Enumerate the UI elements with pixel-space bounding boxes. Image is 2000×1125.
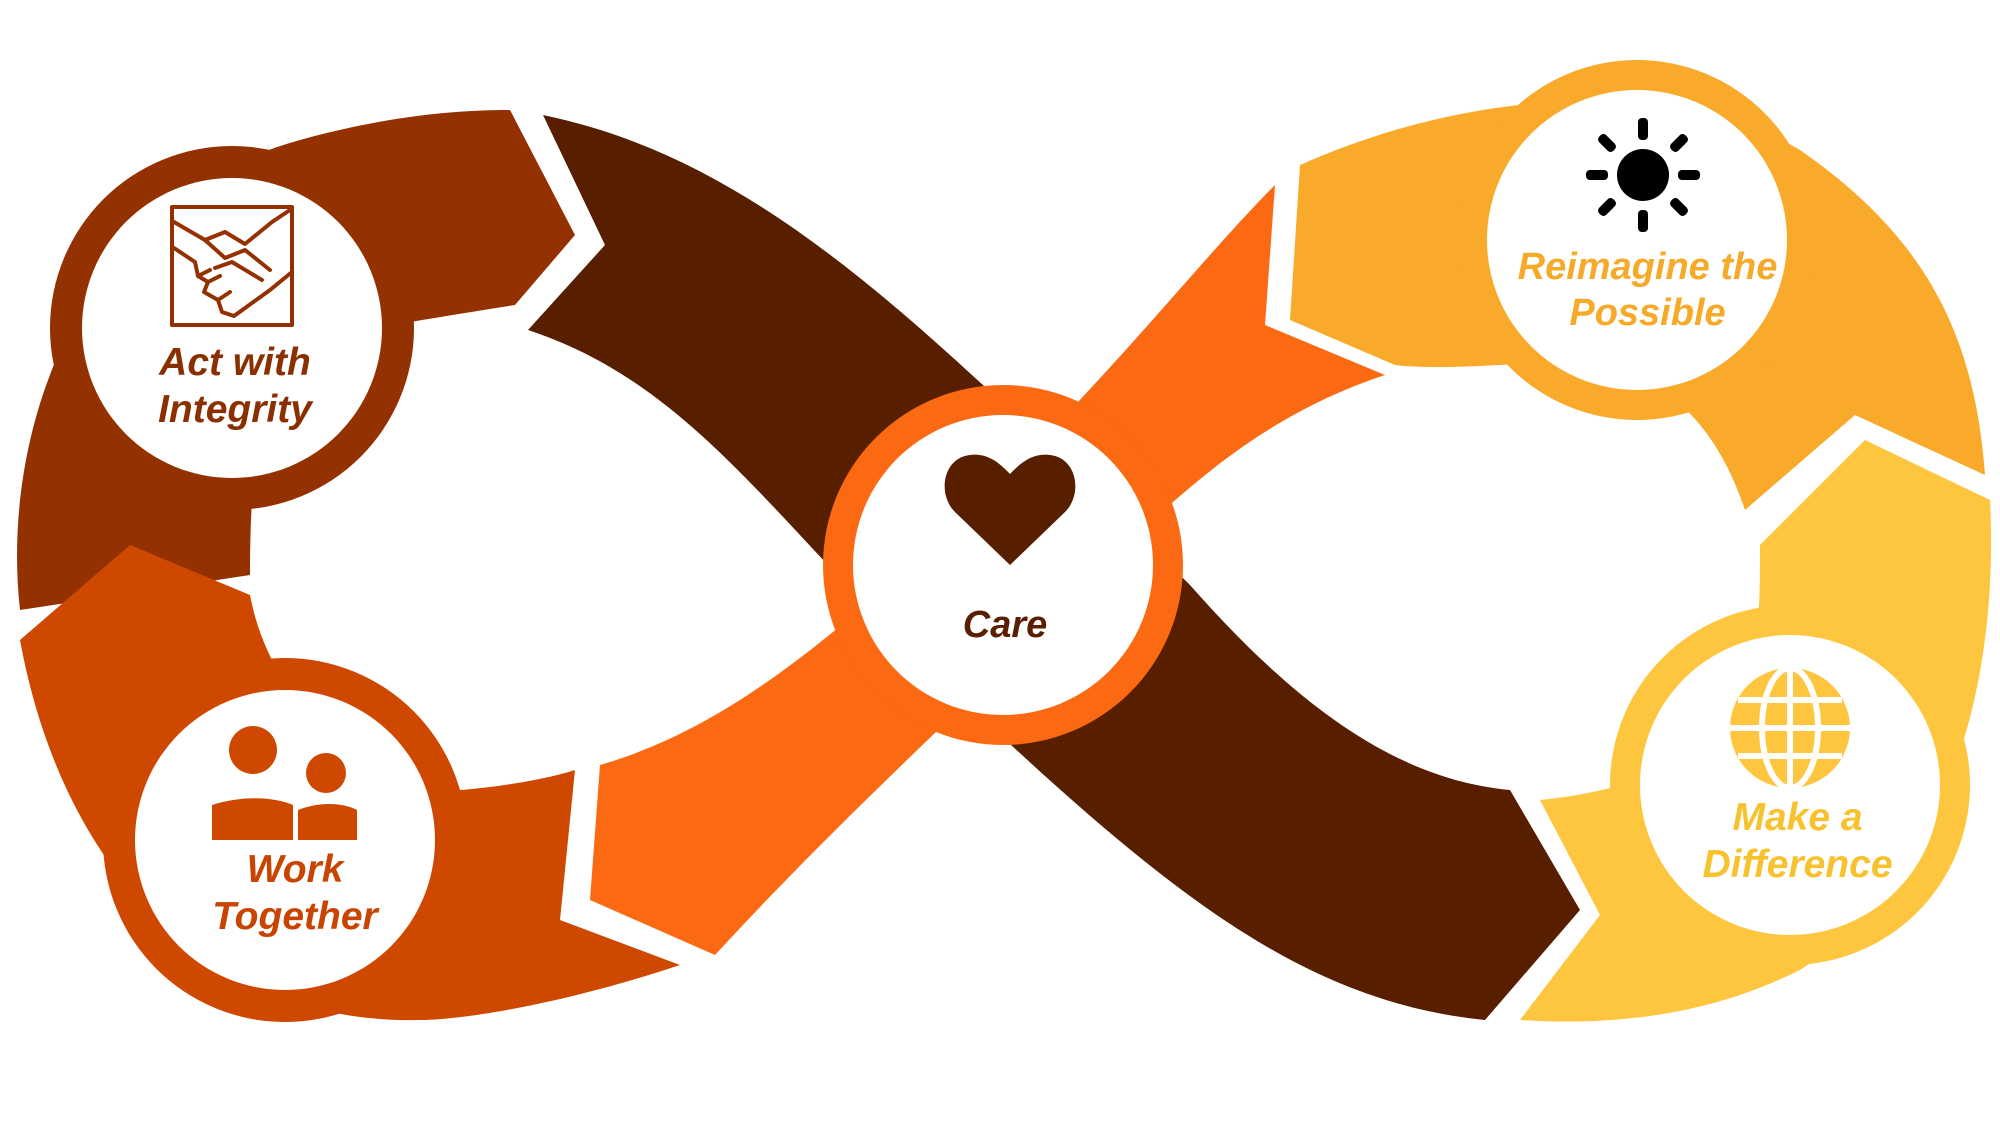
- together-label-line1: Work: [246, 848, 344, 891]
- care-label-line1: Care: [962, 604, 1048, 646]
- reimagine-node: [1457, 60, 1817, 420]
- globe-icon: [1730, 665, 1850, 791]
- heart-icon: [944, 454, 1076, 565]
- reimagine-label-line1: Reimagine the: [1517, 246, 1778, 288]
- difference-label-line2: Difference: [1702, 842, 1893, 886]
- integrity-node: [50, 146, 414, 510]
- care-label: Care: [905, 603, 1105, 649]
- difference-label: Make a Difference: [1660, 795, 1935, 889]
- integrity-label-line1: Act with: [159, 341, 311, 384]
- handshake-icon: [170, 205, 294, 327]
- together-label: Work Together: [170, 847, 420, 941]
- integrity-label-line2: Integrity: [158, 387, 312, 431]
- difference-label-line1: Make a: [1732, 796, 1863, 839]
- people-icon: [212, 726, 357, 840]
- together-label-line2: Together: [212, 894, 378, 938]
- sun-icon: [1586, 118, 1700, 232]
- reimagine-label-line2: Possible: [1569, 291, 1726, 334]
- integrity-label: Act with Integrity: [120, 340, 350, 434]
- reimagine-label: Reimagine the Possible: [1465, 245, 1830, 336]
- care-node: [823, 385, 1183, 745]
